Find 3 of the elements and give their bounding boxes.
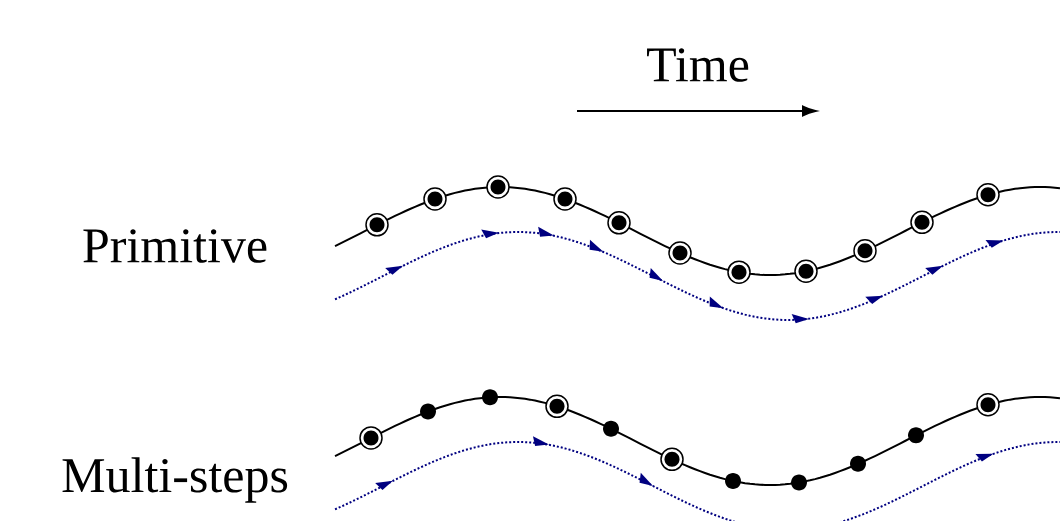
row-label: Primitive — [83, 229, 267, 263]
row-label: Multi-steps — [62, 457, 288, 503]
axis-label: Time — [647, 48, 749, 82]
